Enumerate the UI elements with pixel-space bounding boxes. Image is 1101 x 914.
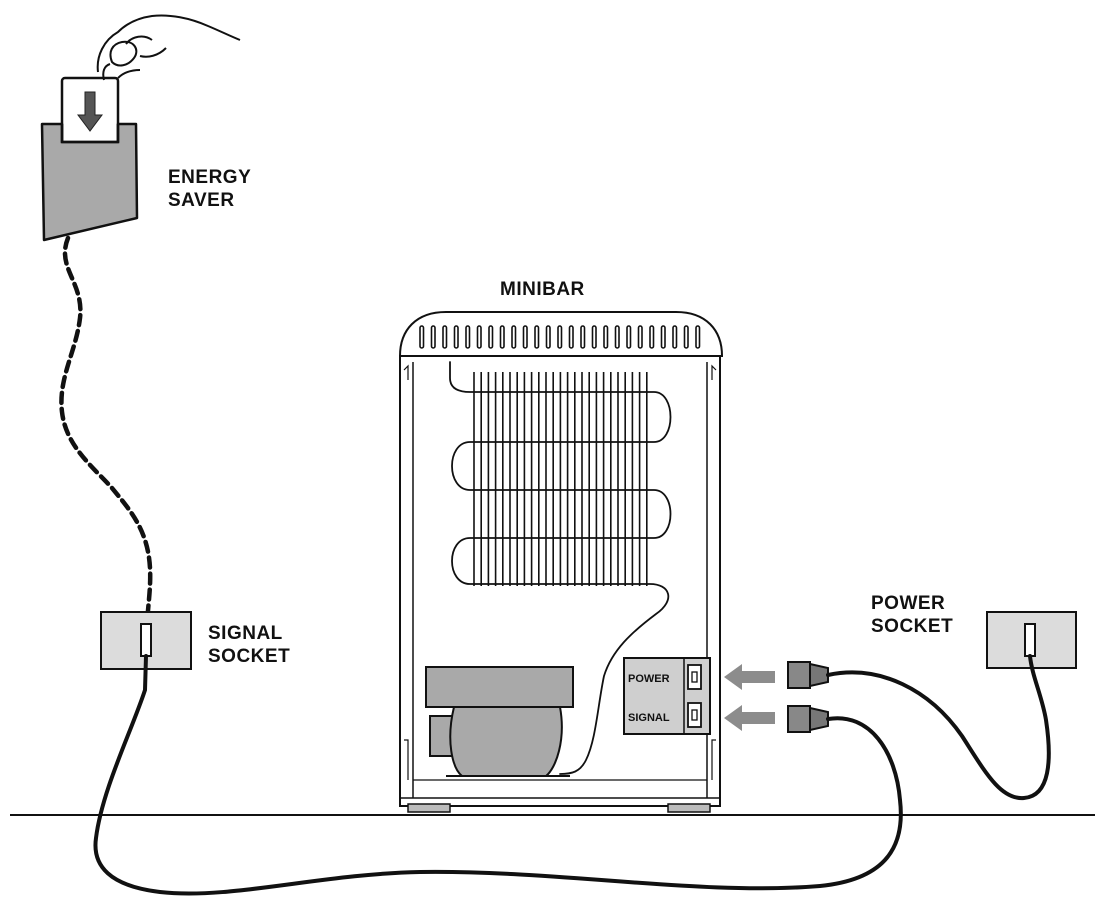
vent-slot <box>511 325 517 349</box>
vent-slot <box>465 325 471 349</box>
vent-slot <box>430 325 436 349</box>
vent-slot <box>488 325 494 349</box>
vent-slot <box>580 325 586 349</box>
signal-socket-slot <box>140 623 152 657</box>
minibar-foot-left <box>407 803 451 813</box>
connection-panel: POWER SIGNAL <box>623 657 711 735</box>
minibar-vents <box>419 325 701 349</box>
power-plug <box>787 661 829 689</box>
signal-socket-label: SIGNAL SOCKET <box>208 623 291 667</box>
power-socket-slot <box>1024 623 1036 657</box>
vent-slot <box>614 325 620 349</box>
vent-slot <box>499 325 505 349</box>
vent-slot <box>419 325 425 349</box>
vent-slot <box>453 325 459 349</box>
compressor <box>425 666 574 777</box>
energy-saver-label: ENERGY SAVER <box>168 167 252 211</box>
vent-slot <box>522 325 528 349</box>
signal-port <box>687 702 702 728</box>
vent-slot <box>534 325 540 349</box>
panel-power-label: POWER <box>628 673 670 685</box>
vent-slot <box>442 325 448 349</box>
condenser-coil <box>449 361 672 775</box>
panel-signal-label: SIGNAL <box>628 712 670 724</box>
vent-slot <box>695 325 701 349</box>
signal-arrow-icon <box>724 705 775 731</box>
power-port <box>687 664 702 690</box>
vent-slot <box>637 325 643 349</box>
vent-slot <box>649 325 655 349</box>
energy-saver-device <box>40 14 241 242</box>
vent-slot <box>626 325 632 349</box>
vent-slot <box>557 325 563 349</box>
vent-slot <box>660 325 666 349</box>
condenser-grid <box>473 372 648 586</box>
key-card-arrow-icon <box>77 91 103 132</box>
power-arrow-icon <box>724 664 775 690</box>
vent-slot <box>568 325 574 349</box>
vent-slot <box>603 325 609 349</box>
minibar: POWER SIGNAL <box>398 311 724 813</box>
minibar-foot-right <box>667 803 711 813</box>
power-socket-label: POWER SOCKET <box>871 593 954 637</box>
vent-slot <box>591 325 597 349</box>
signal-cable <box>93 654 903 896</box>
vent-slot <box>476 325 482 349</box>
power-cable <box>826 654 1051 801</box>
vent-slot <box>683 325 689 349</box>
vent-slot <box>672 325 678 349</box>
minibar-label: MINIBAR <box>500 279 585 300</box>
energy-saver-dashed-cable <box>59 235 153 627</box>
signal-plug <box>787 705 829 733</box>
vent-slot <box>545 325 551 349</box>
hand-icon <box>96 14 241 73</box>
